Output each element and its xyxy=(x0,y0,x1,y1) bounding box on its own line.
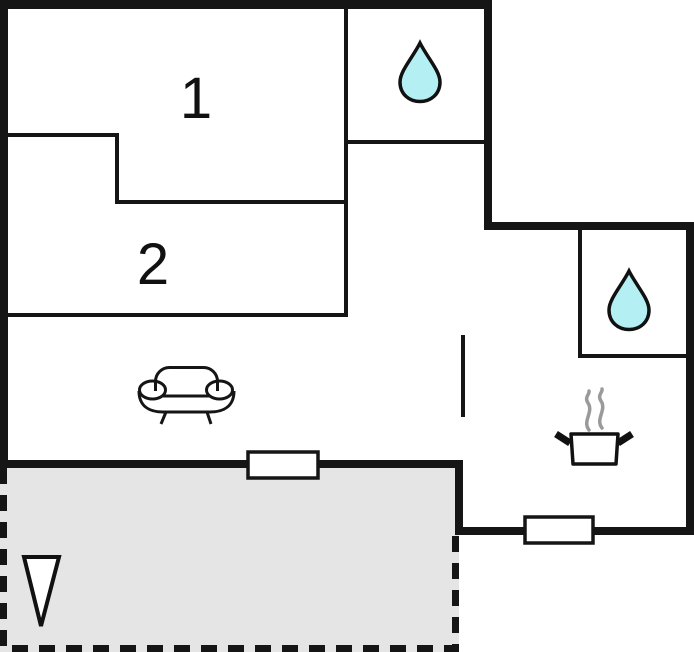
water-drop-shape xyxy=(607,267,651,332)
water-drop-icon xyxy=(607,267,651,332)
wall-outer-left xyxy=(0,0,8,468)
wall-bedrooms-divider xyxy=(344,0,348,317)
water-drop-icon xyxy=(398,39,442,104)
windows xyxy=(246,450,595,545)
wall-room2-bottom xyxy=(0,313,348,317)
wall-outer-top xyxy=(0,0,492,9)
wall-bathroom-top-bottom xyxy=(344,140,492,144)
sofa-leg-left xyxy=(159,411,168,425)
direction-cone-icon xyxy=(21,555,62,627)
wall-bathroom-right-bottom xyxy=(578,354,690,358)
sofa-armrest-right xyxy=(205,379,234,401)
steam-line xyxy=(597,387,605,430)
window-kitchen xyxy=(523,515,595,545)
sofa-body-fill xyxy=(139,391,234,412)
wall-room1-room2-right xyxy=(115,200,348,204)
wall-bathroom-right-left xyxy=(578,222,582,358)
wall-outer-far-right xyxy=(686,222,694,535)
water-drop-shape xyxy=(398,39,442,104)
sofa-icon xyxy=(137,366,236,425)
sofa-armrest-left xyxy=(138,379,167,401)
wall-outer-mid-vertical xyxy=(455,460,463,535)
window-living-room xyxy=(246,450,320,480)
sofa-body-outline xyxy=(137,390,236,414)
wall-outer-step-top xyxy=(484,222,694,230)
wall-room1-room2-left xyxy=(0,133,119,137)
room-1-label: 1 xyxy=(180,66,212,131)
pot-handle-right xyxy=(616,431,634,446)
wall-outer-upper-right xyxy=(484,0,492,230)
room-2-label: 2 xyxy=(137,232,169,297)
steam-line xyxy=(584,389,592,432)
cooking-pot-icon xyxy=(554,387,634,466)
terrace-dashed-border xyxy=(0,468,459,652)
terrace-area xyxy=(0,464,459,652)
pot-handle-left xyxy=(554,431,572,446)
wall-room1-room2-step xyxy=(115,133,119,204)
wall-outer-living-bottom xyxy=(0,460,463,468)
wall-partial-center xyxy=(461,335,465,417)
sofa-leg-right xyxy=(205,411,213,425)
terrace xyxy=(0,464,459,652)
pot-body xyxy=(569,432,620,466)
